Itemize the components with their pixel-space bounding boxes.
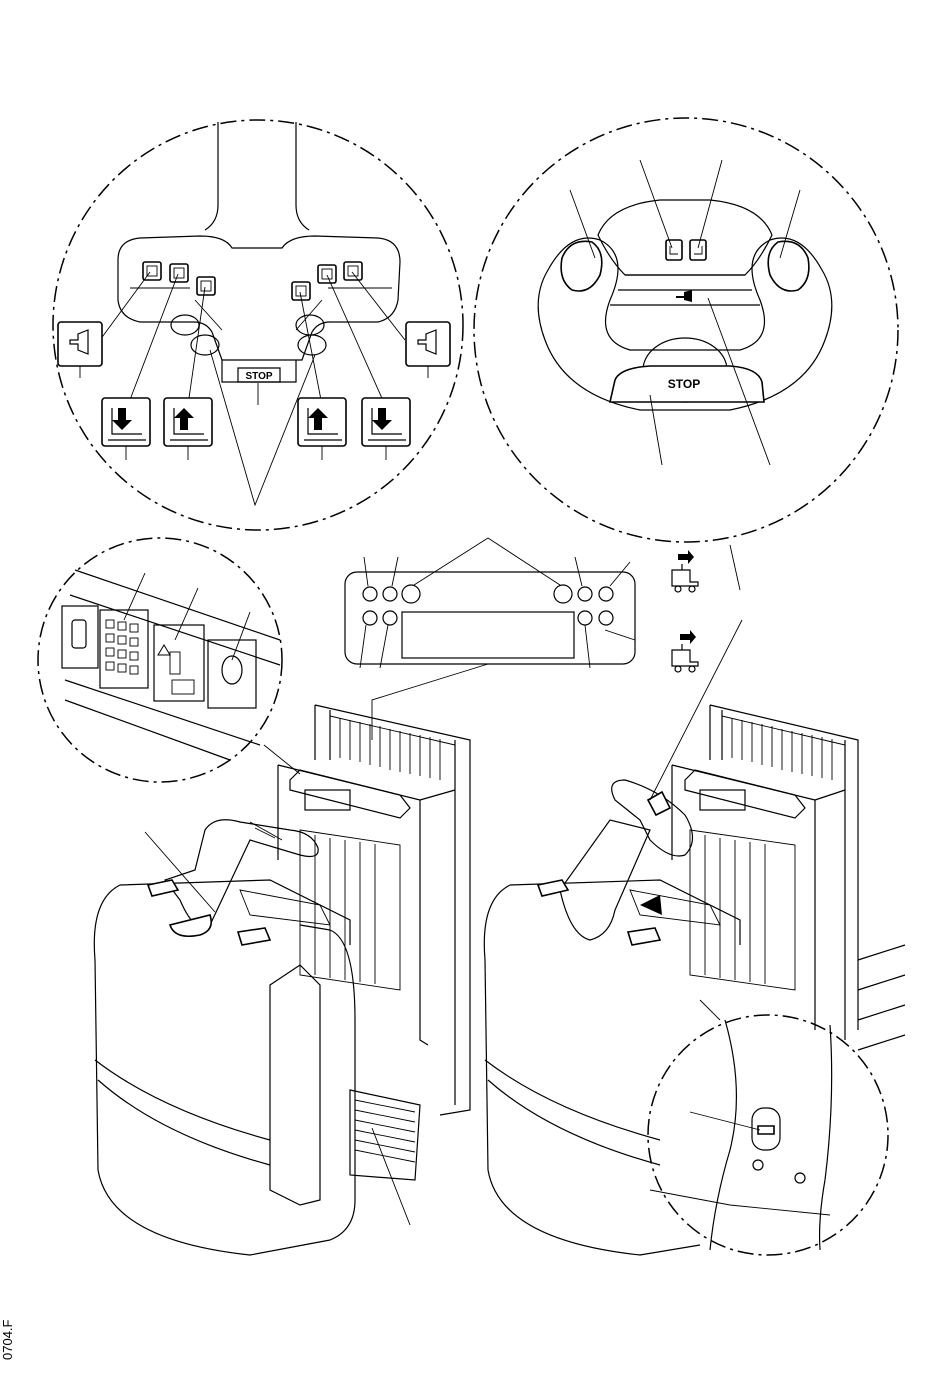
indicator-light	[383, 611, 397, 625]
indicator-light	[554, 585, 572, 603]
left-grip[interactable]	[561, 241, 602, 291]
raise-fork-icon	[298, 398, 346, 460]
indicator-light	[383, 587, 397, 601]
stop-label-tiller: STOP	[245, 371, 272, 382]
indicator-light	[578, 587, 592, 601]
lower-fork-icon	[362, 398, 410, 460]
battery-indicator	[154, 625, 204, 701]
steering-wheel-detail: STOP	[474, 118, 898, 542]
lower-fork-icon	[102, 398, 150, 460]
instrument-panel-detail	[345, 538, 698, 740]
truck-reverse-icon	[672, 550, 698, 592]
horn-icon	[676, 290, 692, 302]
detail-circle-keypad	[38, 538, 282, 782]
figure-code: 0704.F	[0, 1319, 15, 1360]
indicator-light	[599, 587, 613, 601]
detail-circle-switch	[648, 1015, 888, 1255]
keypad-panel-detail	[38, 538, 300, 782]
side-switch-detail	[648, 1000, 888, 1255]
tiller-head-detail: STOP	[53, 120, 463, 530]
key-switch-icon[interactable]	[666, 240, 706, 260]
indicator-light	[363, 611, 377, 625]
truck-forward-icon	[672, 630, 698, 672]
stop-label-wheel: STOP	[668, 377, 700, 391]
tiller-buttons-right[interactable]	[292, 262, 362, 300]
indicator-light	[363, 587, 377, 601]
key-switch[interactable]	[208, 640, 256, 708]
indicator-light	[599, 611, 613, 625]
horn-icon	[406, 322, 450, 378]
serial-port	[62, 606, 98, 668]
keypad-keys[interactable]	[106, 620, 138, 674]
horn-icon	[58, 322, 102, 378]
raise-fork-icon	[164, 398, 212, 460]
right-grip[interactable]	[768, 241, 809, 291]
truck-tiller-version	[94, 705, 470, 1255]
detail-circle-tiller	[53, 120, 463, 530]
detail-circle-wheel	[474, 118, 898, 542]
truck-wheel-version	[484, 545, 905, 1255]
indicator-light	[578, 611, 592, 625]
indicator-light	[402, 585, 420, 603]
